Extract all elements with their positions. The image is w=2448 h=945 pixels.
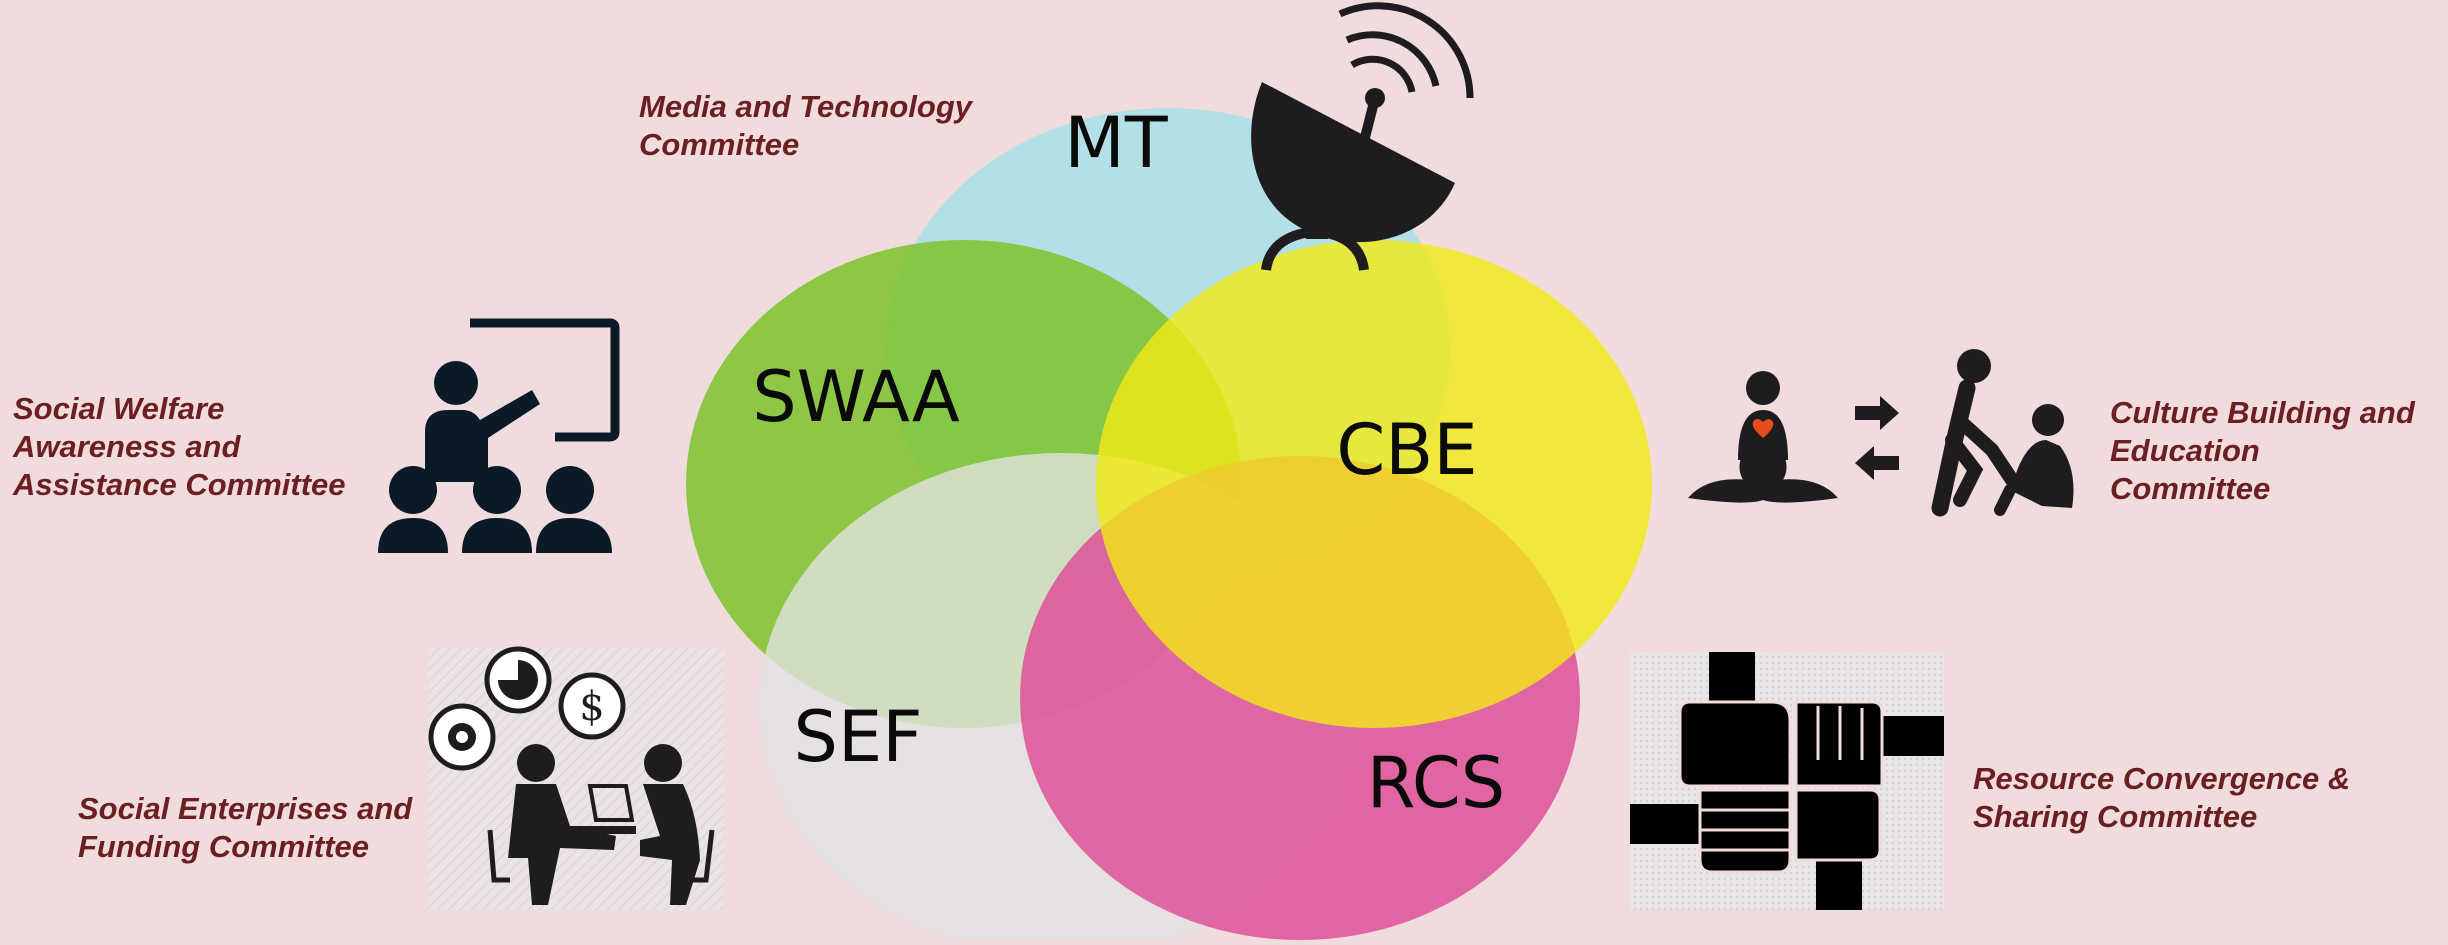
caption-cbe: Culture Building and Education Committee (2110, 394, 2415, 508)
venn-circles (686, 108, 1652, 945)
united-hands-icon (1630, 652, 1944, 910)
caption-sef: Social Enterprises and Funding Committee (78, 790, 412, 866)
caption-cbe-line: Culture Building and (2110, 395, 2415, 430)
caption-swaa: Social Welfare Awareness and Assistance … (13, 390, 346, 504)
label-sef: SEF (794, 696, 923, 778)
dollar-sign: $ (579, 684, 604, 730)
caption-swaa-line: Assistance Committee (13, 467, 346, 502)
caption-mt-line: Media and Technology (639, 89, 972, 124)
label-cbe: CBE (1336, 409, 1477, 491)
caption-rcs: Resource Convergence & Sharing Committee (1973, 760, 2350, 836)
business-meeting-icon: $ (428, 646, 724, 910)
caption-cbe-line: Education (2110, 433, 2260, 468)
caption-mt-line: Committee (639, 127, 800, 162)
label-rcs: RCS (1367, 742, 1505, 824)
satellite-dish-icon (1251, 2, 1474, 272)
caption-sef-line: Funding Committee (78, 829, 370, 864)
caption-mt: Media and Technology Committee (639, 88, 972, 164)
caption-rcs-line: Sharing Committee (1973, 799, 2258, 834)
caption-swaa-line: Awareness and (13, 429, 241, 464)
meditation-and-helping-icon (1688, 349, 2074, 517)
label-swaa: SWAA (752, 356, 960, 438)
caption-swaa-line: Social Welfare (13, 391, 225, 426)
label-mt: MT (1064, 102, 1167, 184)
caption-rcs-line: Resource Convergence & (1973, 761, 2351, 796)
circle-cbe (1096, 240, 1652, 728)
caption-sef-line: Social Enterprises and (78, 791, 413, 826)
classroom-teacher-icon (378, 318, 620, 553)
circle-labels: MT SWAA CBE SEF RCS (752, 102, 1505, 824)
caption-cbe-line: Committee (2110, 471, 2271, 506)
